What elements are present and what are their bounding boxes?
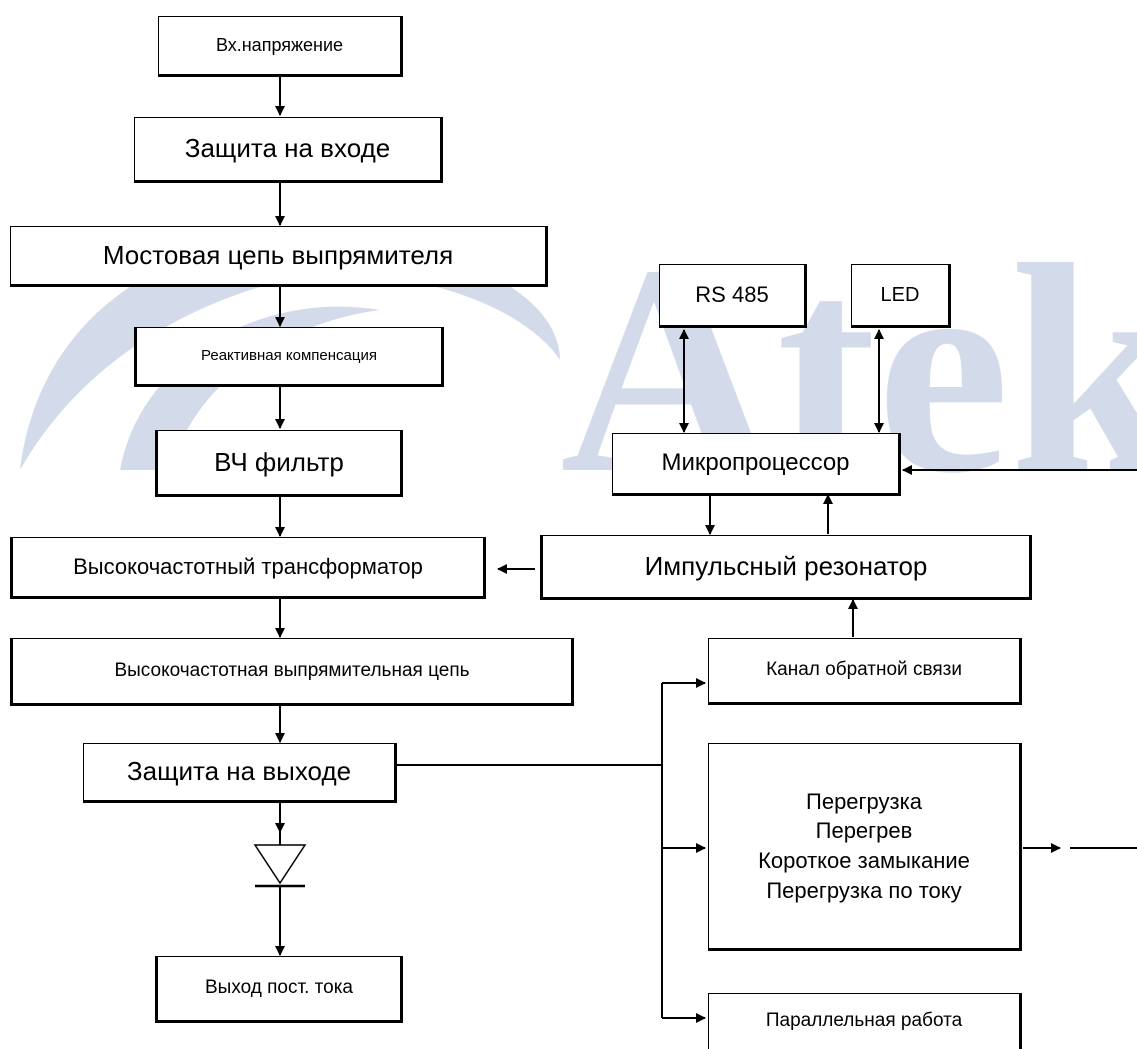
pulse-resonator-block: Импульсный резонатор <box>540 535 1032 600</box>
faults-block: Перегрузка Перегрев Короткое замыкание П… <box>708 743 1022 951</box>
hf-filter-block: ВЧ фильтр <box>155 430 403 497</box>
reactive-compensation-label: Реактивная компенсация <box>201 347 377 364</box>
bridge-rectifier-label: Мостовая цепь выпрямителя <box>102 239 454 270</box>
led-label: LED <box>880 284 920 306</box>
dc-output-label: Выход пост. тока <box>205 977 353 999</box>
microprocessor-block: Микропроцессор <box>612 433 901 496</box>
input-voltage-block: Вх.напряжение <box>158 16 403 77</box>
rs485-label: RS 485 <box>695 281 769 307</box>
hf-filter-label: ВЧ фильтр <box>214 446 344 477</box>
fault-overload: Перегрузка <box>806 788 922 814</box>
parallel-operation-label: Параллельная работа <box>765 1010 963 1032</box>
rs485-block: RS 485 <box>659 264 807 328</box>
diode-symbol <box>253 844 307 915</box>
microprocessor-label: Микропроцессор <box>661 449 850 477</box>
watermark-swoosh-inner <box>120 306 380 470</box>
parallel-operation-block: Параллельная работа <box>708 993 1022 1049</box>
hf-rectifier-circuit-block: Высокочастотная выпрямительная цепь <box>10 638 574 706</box>
fault-short-circuit: Короткое замыкание <box>758 848 970 873</box>
output-protection-label: Защита на выходе <box>126 756 352 787</box>
hf-rectifier-circuit-label: Высокочастотная выпрямительная цепь <box>114 659 470 681</box>
fault-overcurrent: Перегрузка по току <box>766 877 962 903</box>
reactive-compensation-block: Реактивная компенсация <box>134 327 444 387</box>
feedback-channel-label: Канал обратной связи <box>766 659 962 681</box>
led-block: LED <box>851 264 951 328</box>
hf-transformer-label: Высокочастотный трансформатор <box>73 553 423 579</box>
input-protection-label: Защита на входе <box>184 133 391 164</box>
watermark-swoosh <box>20 237 560 470</box>
input-protection-block: Защита на входе <box>134 117 443 183</box>
hf-transformer-block: Высокочастотный трансформатор <box>10 537 486 599</box>
dc-output-block: Выход пост. тока <box>155 956 403 1023</box>
input-voltage-label: Вх.напряжение <box>215 34 344 55</box>
feedback-channel-block: Канал обратной связи <box>708 638 1022 705</box>
bridge-rectifier-block: Мостовая цепь выпрямителя <box>10 226 548 287</box>
output-protection-block: Защита на выходе <box>83 743 397 803</box>
fault-overheat: Перегрев <box>815 818 913 844</box>
pulse-resonator-label: Импульсный резонатор <box>644 550 928 581</box>
